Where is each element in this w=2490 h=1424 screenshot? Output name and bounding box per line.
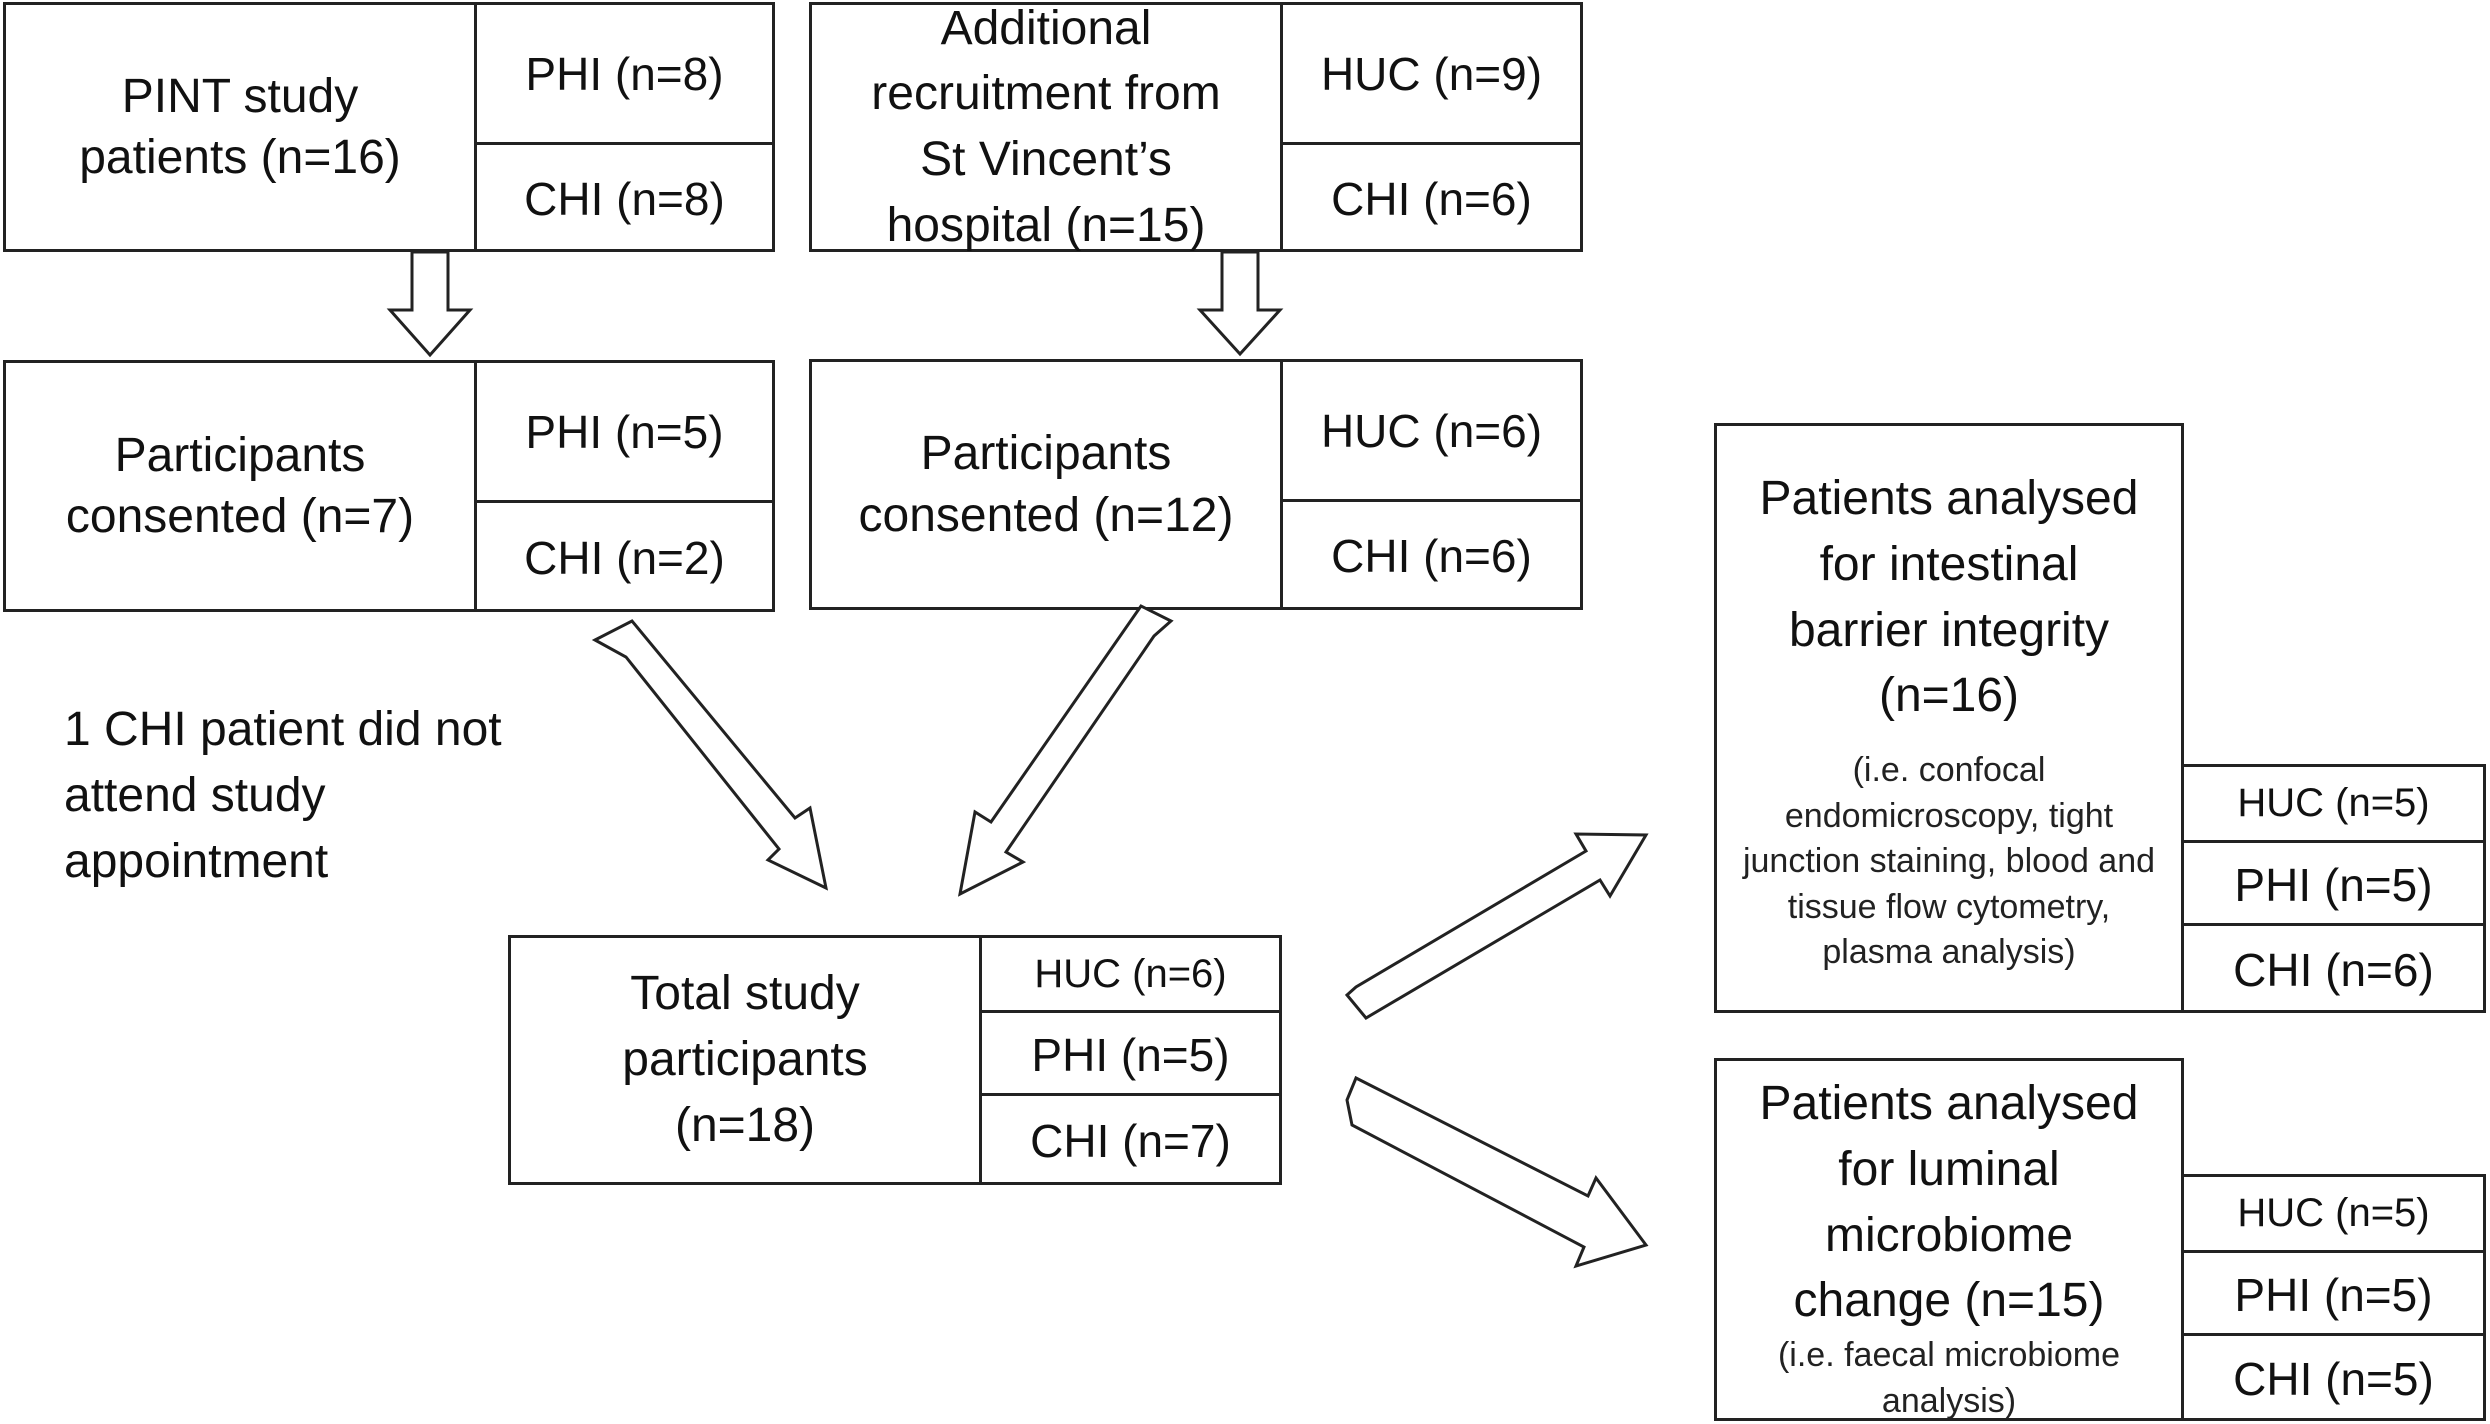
microbiome-group-phi: PHI (n=5) (2184, 1256, 2483, 1336)
microbiome-analysis-box: Patients analysed for luminal microbiome… (1714, 1058, 2184, 1421)
consented-right-group-chi: CHI (n=6) (1331, 530, 1532, 582)
barrier-analysis-note: (i.e. confocal endomicroscopy, tight jun… (1742, 751, 2156, 972)
microbiome-analysis-title: Patients analysed for luminal microbiome… (1759, 1077, 2139, 1328)
microbiome-group-huc: HUC (n=5) (2184, 1177, 2483, 1253)
recruitment-box: Additional recruitment from St Vincent’s… (809, 2, 1583, 252)
barrier-group-chi: CHI (n=6) (2233, 943, 2434, 996)
consented-left-group-phi: PHI (n=5) (477, 363, 772, 503)
consented-left-title: Participants consented (n=7) (65, 428, 415, 543)
microbiome-analysis-note: (i.e. faecal microbiome analysis) (1777, 1336, 2120, 1420)
consented-right-title: Participants consented (n=12) (858, 427, 1234, 542)
recruitment-title: Additional recruitment from St Vincent’s… (871, 1, 1221, 252)
arrow-consented-left-to-total (591, 619, 829, 891)
recruitment-divider (1280, 5, 1283, 249)
total-group-phi: PHI (n=5) (982, 1016, 1279, 1096)
consented-right-group-huc: HUC (n=6) (1283, 362, 1580, 502)
consented-right-box: Participants consented (n=12) HUC (n=6) … (809, 359, 1583, 610)
arrow-total-to-barrier (1344, 832, 1649, 1020)
consented-left-box: Participants consented (n=7) PHI (n=5) C… (3, 360, 775, 612)
arrow-recruitment-to-consented (1196, 250, 1284, 357)
dropout-note: 1 CHI patient did not attend study appoi… (64, 703, 502, 889)
barrier-group-phi: PHI (n=5) (2184, 846, 2483, 926)
recruitment-group-huc: HUC (n=9) (1283, 5, 1580, 145)
pint-patients-box: PINT study patients (n=16) PHI (n=8) CHI… (3, 2, 775, 252)
barrier-analysis-title: Patients analysed for intestinal barrier… (1759, 472, 2139, 723)
recruitment-group-chi: CHI (n=6) (1331, 172, 1532, 225)
total-divider (979, 938, 982, 1182)
total-group-huc: HUC (n=6) (982, 938, 1279, 1013)
pint-divider (474, 5, 477, 249)
total-group-chi: CHI (n=7) (1030, 1114, 1231, 1167)
total-participants-box: Total study participants (n=18) HUC (n=6… (508, 935, 1282, 1185)
consented-right-divider (1280, 362, 1283, 607)
microbiome-groups-box: HUC (n=5) PHI (n=5) CHI (n=5) (2181, 1174, 2486, 1421)
microbiome-group-chi: CHI (n=5) (2233, 1352, 2434, 1405)
barrier-group-huc: HUC (n=5) (2184, 767, 2483, 843)
pint-patients-title: PINT study patients (n=16) (79, 69, 401, 184)
consented-left-divider (474, 363, 477, 609)
pint-group-phi: PHI (n=8) (477, 5, 772, 145)
barrier-analysis-box: Patients analysed for intestinal barrier… (1714, 423, 2184, 1013)
total-participants-title: Total study participants (n=18) (622, 967, 868, 1152)
pint-group-chi: CHI (n=8) (524, 172, 725, 225)
arrow-pint-to-consented (386, 250, 474, 358)
barrier-groups-box: HUC (n=5) PHI (n=5) CHI (n=6) (2181, 764, 2486, 1013)
consented-left-group-chi: CHI (n=2) (524, 531, 725, 584)
arrow-total-to-microbiome (1345, 1075, 1649, 1269)
arrow-consented-right-to-total (957, 604, 1174, 897)
